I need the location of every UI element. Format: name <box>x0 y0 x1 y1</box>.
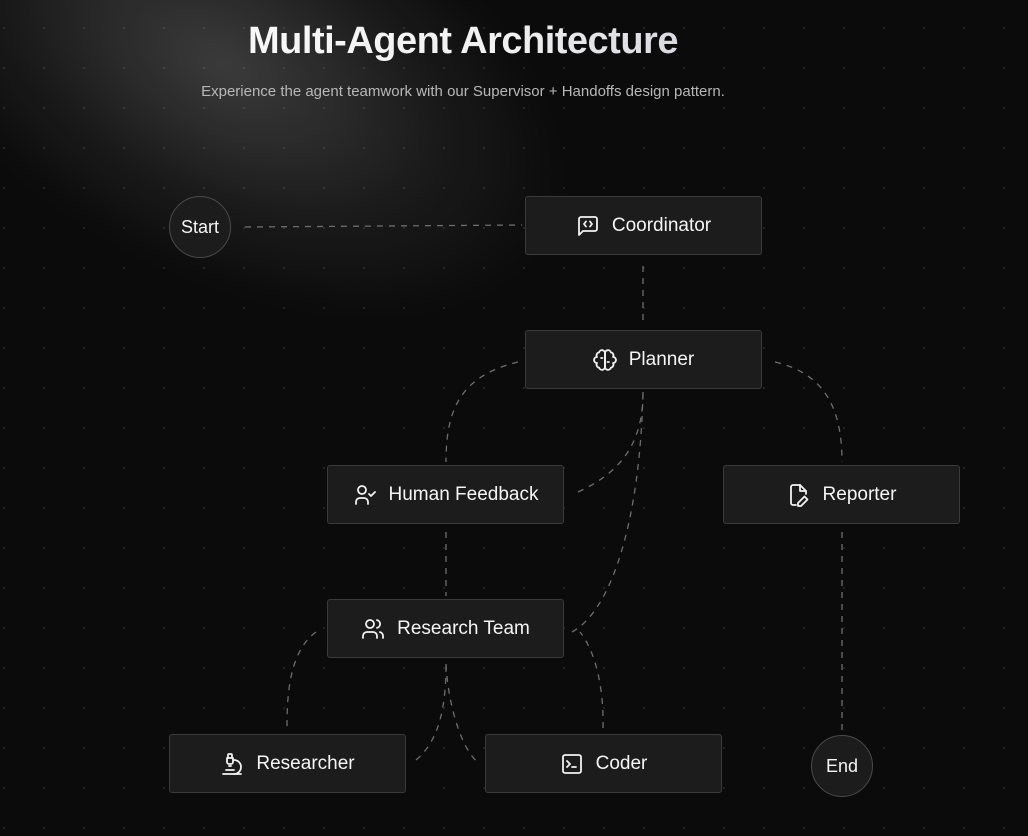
page-title: Multi-Agent Architecture <box>0 20 926 63</box>
edge-planner-research-team <box>571 391 644 633</box>
file-pen-icon <box>787 483 811 507</box>
start-label: Start <box>180 216 219 237</box>
coordinator-node[interactable]: Coordinator <box>525 196 762 255</box>
edge-research-team-researcher <box>286 631 317 729</box>
human-feedback-label: Human Feedback <box>388 483 539 505</box>
planner-node[interactable]: Planner <box>525 330 762 389</box>
end-node[interactable]: End <box>811 735 873 797</box>
edge-planner-human-feedback <box>445 361 519 463</box>
reporter-label: Reporter <box>822 483 897 505</box>
edge-planner-reporter <box>774 361 843 463</box>
researcher-node[interactable]: Researcher <box>169 734 406 793</box>
edge-human-feedback-planner <box>577 391 644 493</box>
terminal-icon <box>560 752 584 776</box>
reporter-node[interactable]: Reporter <box>723 465 960 524</box>
edge-research-team-coder <box>445 663 481 765</box>
coordinator-label: Coordinator <box>611 214 712 236</box>
brain-icon <box>592 348 617 372</box>
microscope-icon <box>220 752 244 776</box>
start-node[interactable]: Start <box>169 196 231 258</box>
planner-label: Planner <box>628 348 695 370</box>
page-subtitle: Experience the agent teamwork with our S… <box>201 83 725 100</box>
edge-researcher-research-team <box>415 663 447 761</box>
coder-label: Coder <box>595 752 648 774</box>
research-team-label: Research Team <box>397 617 530 639</box>
coder-node[interactable]: Coder <box>485 734 722 793</box>
edge-start-coordinator <box>244 224 523 228</box>
user-check-icon <box>353 483 377 507</box>
users-icon <box>361 617 385 641</box>
researcher-label: Researcher <box>256 752 355 774</box>
human-feedback-node[interactable]: Human Feedback <box>327 465 564 524</box>
end-label: End <box>825 755 859 776</box>
edge-coder-research-team <box>579 631 604 729</box>
message-square-code-icon <box>576 214 600 238</box>
research-team-node[interactable]: Research Team <box>327 599 564 658</box>
